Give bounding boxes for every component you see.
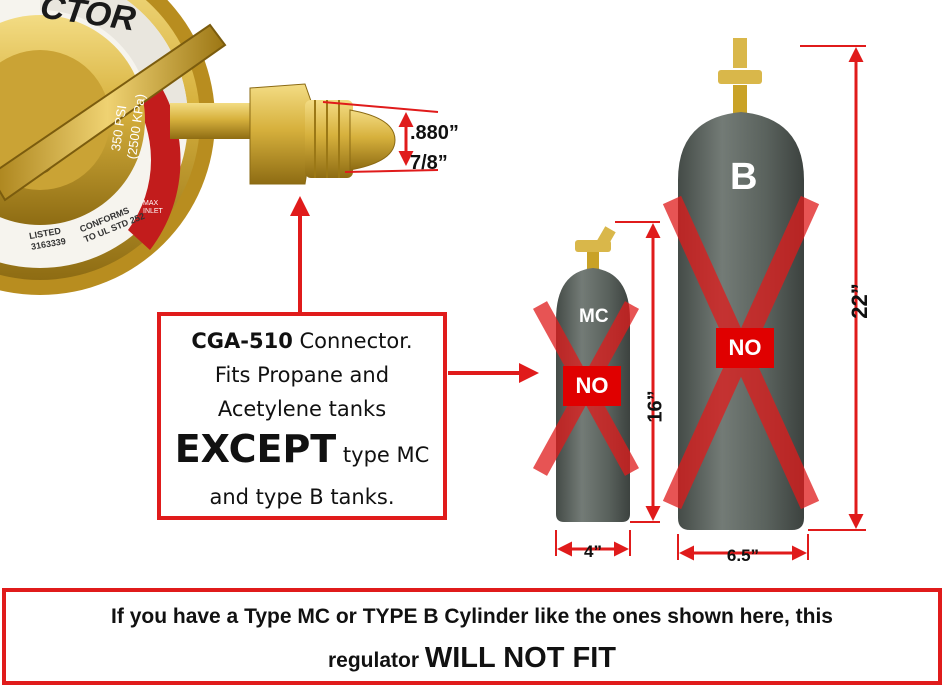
banner-line1: If you have a Type MC or TYPE B Cylinder… [111, 605, 833, 628]
tank-b-no-badge: NO [716, 328, 774, 368]
tank-mc-height: 16” [644, 390, 667, 423]
tank-mc-width: 4” [584, 542, 602, 561]
warning-banner: If you have a Type MC or TYPE B Cylinder… [2, 588, 942, 685]
callout-line4: EXCEPT type MC [161, 426, 443, 480]
tank-b-label: B [730, 156, 758, 198]
regulator-handle [0, 23, 227, 202]
callout-except-rest: type MC [336, 443, 430, 467]
tank-b-width: 6.5” [726, 546, 760, 565]
tank-mc-no-badge: NO [563, 366, 621, 406]
tank-mc-label: MC [579, 306, 609, 327]
callout-line3: Acetylene tanks [217, 397, 387, 421]
banner-line2: regulator WILL NOT FIT [6, 640, 938, 681]
banner-will-not-fit: WILL NOT FIT [424, 642, 616, 674]
gauge-max-inlet: MAX INLET [143, 200, 163, 215]
connector-callout: CGA-510 Connector. Fits Propane and Acet… [157, 312, 447, 520]
cga510-fitting [170, 83, 396, 185]
callout-except: EXCEPT [174, 427, 337, 471]
banner-regulator-word: regulator [327, 649, 425, 672]
callout-line2: Fits Propane and [214, 363, 390, 387]
connector-dim-fraction: 7/8” [410, 152, 448, 174]
callout-line1: CGA-510 Connector. [161, 324, 443, 358]
callout-line5: and type B tanks. [209, 485, 395, 509]
tank-b-height: 22” [847, 283, 872, 319]
callout-connector: Connector. [292, 329, 413, 353]
connector-dim-decimal: .880” [410, 122, 459, 144]
callout-cga510: CGA-510 [191, 329, 293, 353]
